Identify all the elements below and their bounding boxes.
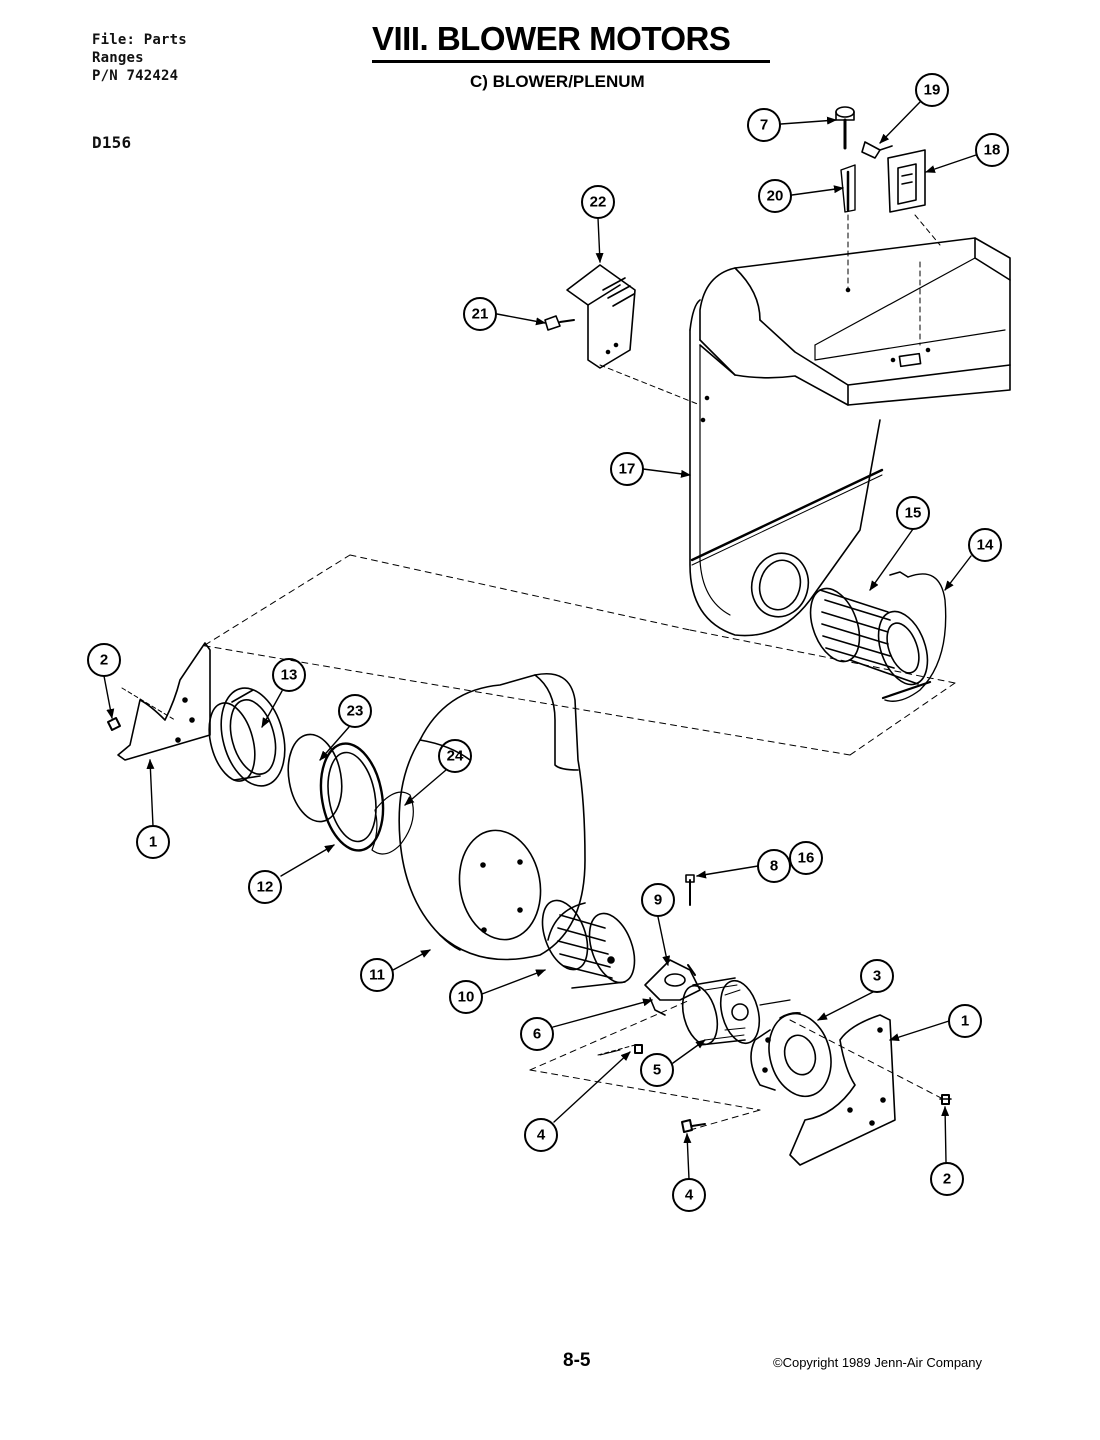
title-underline — [372, 60, 770, 63]
callout-16: 16 — [798, 850, 815, 867]
leader-lines — [103, 101, 977, 1180]
page-title: VIII. BLOWER MOTORS — [372, 20, 731, 57]
callout-2-left: 2 — [100, 652, 108, 669]
callout-5: 5 — [653, 1062, 661, 1079]
bracket-22-drawing — [544, 264, 701, 406]
part-number-label: P/N 742424 — [92, 68, 179, 84]
callout-2-right: 2 — [943, 1171, 951, 1188]
left-end-plate-drawing — [107, 642, 211, 761]
callout-6: 6 — [533, 1026, 541, 1043]
blower-housing-drawing — [398, 673, 586, 961]
callout-23: 23 — [347, 703, 364, 720]
callout-22: 22 — [590, 194, 607, 211]
callout-11: 11 — [369, 967, 385, 984]
seal-24-drawing — [371, 791, 414, 855]
callout-1-right: 1 — [961, 1013, 969, 1030]
callout-10: 10 — [458, 989, 475, 1006]
ring-12-drawing — [319, 742, 385, 852]
callout-1-left: 1 — [149, 834, 157, 851]
motor-mount-drawing — [750, 1012, 832, 1098]
plenum-screw-drawing — [835, 106, 856, 291]
callout-21: 21 — [472, 306, 489, 323]
callout-4-upper: 4 — [537, 1127, 546, 1144]
right-end-plate-drawing — [789, 1014, 952, 1166]
screw-4-lower-drawing — [681, 1119, 706, 1133]
screw-4-upper-drawing — [634, 1044, 643, 1054]
bracket-18-drawing — [861, 141, 941, 346]
ring-13-drawing — [208, 687, 286, 787]
callout-3: 3 — [873, 968, 881, 985]
callout-24: 24 — [447, 748, 464, 765]
flex-hose-drawing — [809, 571, 947, 702]
category-label: Ranges — [92, 50, 144, 66]
callout-17: 17 — [619, 461, 636, 478]
motor-drawing — [681, 977, 791, 1046]
callout-13: 13 — [281, 667, 298, 684]
page-number: 8-5 — [563, 1350, 591, 1371]
callout-14: 14 — [977, 537, 994, 554]
gasket-23-drawing — [287, 733, 343, 823]
callout-19: 19 — [924, 82, 941, 99]
callout-8: 8 — [770, 858, 778, 875]
callout-12: 12 — [257, 879, 274, 896]
callout-15: 15 — [905, 505, 922, 522]
plenum-duct-drawing — [689, 237, 1011, 637]
page-subtitle: C) BLOWER/PLENUM — [470, 72, 645, 91]
callout-18: 18 — [984, 142, 1001, 159]
blower-wheel-drawing — [541, 899, 636, 989]
callout-4-lower: 4 — [685, 1187, 694, 1204]
callout-circles — [87, 73, 1009, 1212]
copyright-notice: ©Copyright 1989 Jenn-Air Company — [773, 1355, 983, 1370]
file-label: File: Parts — [92, 32, 187, 48]
callout-7: 7 — [760, 117, 768, 134]
assembly-guide-lines — [199, 554, 956, 1131]
callout-20: 20 — [767, 188, 784, 205]
callout-9: 9 — [654, 892, 662, 909]
model-code: D156 — [92, 133, 132, 152]
